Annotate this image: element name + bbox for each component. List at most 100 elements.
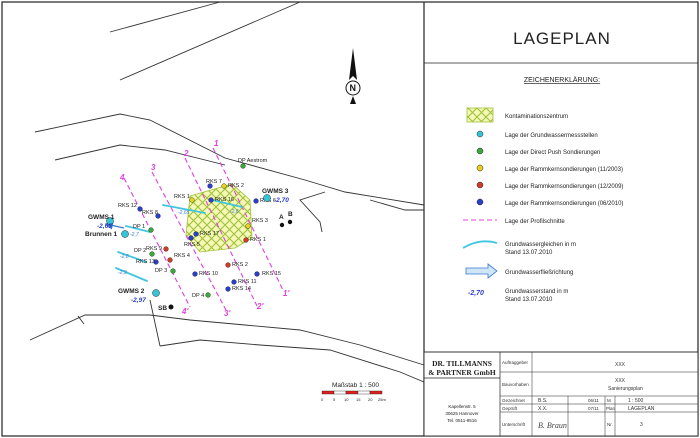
well-level: -2,65 [97, 223, 112, 230]
contour-label: -2,7 [130, 232, 139, 238]
section-label: 2 [183, 149, 189, 158]
section-label: 1 [214, 139, 219, 148]
section-lines [123, 147, 284, 311]
tb-who: B.S. [538, 398, 547, 404]
scale-bar: Maßstab 1 : 500 0 5 10 15 20 25m [321, 382, 386, 402]
sampling-point-label: RKS 11 [238, 279, 257, 285]
sampling-point-label: RKS 16 [215, 197, 234, 203]
sampling-point-label: RKS 17 [200, 231, 219, 237]
well-level: -2,97 [131, 297, 146, 304]
sampling-point [221, 183, 227, 189]
sampling-point-label: RKS 7 [206, 179, 222, 185]
sampling-point [153, 259, 159, 265]
legend-label: Lage der Rammkernsondierungen (12/2009) [505, 184, 623, 190]
legend: Kontaminationszentrum Lage der Grundwass… [462, 107, 623, 303]
sampling-point [148, 227, 154, 233]
sampling-point-label: DP 4 [192, 293, 204, 299]
legend-hatch-swatch [466, 107, 494, 123]
tb-date: 07/11 [588, 406, 599, 411]
tb-key: Geprüft [502, 406, 518, 411]
sb-label: SB [158, 305, 167, 312]
sampling-point [231, 279, 237, 285]
flow-direction-arrow [104, 221, 125, 230]
sampling-point-label: RKS 12 [118, 203, 137, 209]
street-lines [29, 1, 425, 383]
scale-tick: 0 [321, 397, 324, 402]
scale-tick: 5 [333, 397, 336, 402]
contour-label: -2,65 [178, 210, 190, 216]
sampling-point-label: RKS 3 [252, 218, 268, 224]
sampling-point [253, 198, 259, 204]
sampling-point-label: RKS 1 [174, 194, 190, 200]
company-address: Tel. 0511-9516 [447, 418, 477, 423]
well-label: GWMS 3 [262, 188, 289, 195]
sampling-point [240, 163, 246, 169]
sampling-point-label: RKS 9 [146, 246, 162, 252]
legend-dot [476, 181, 484, 189]
tb-date: 06/11 [588, 398, 599, 403]
legend-label: Grundwasserstand in m [505, 289, 568, 295]
sampling-point [188, 235, 194, 241]
monitoring-wells: GWMS 1 -2,65 GWMS 2 -2,97 GWMS 3 -2,70 B… [85, 188, 293, 312]
tb-key: Plan [606, 406, 616, 411]
well-marker [106, 217, 114, 225]
tb-key: Auftraggeber [502, 360, 529, 365]
sampling-point [170, 268, 176, 274]
page-title: LAGEPLAN [513, 29, 611, 48]
legend-label: Lage der Profilschnitte [505, 219, 565, 225]
legend-label: Stand 13.07.2010 [505, 297, 553, 303]
tb-who: X.X. [538, 406, 547, 412]
sampling-point [167, 257, 173, 263]
section-label: 2' [256, 302, 264, 311]
marker-a-label: A [279, 214, 284, 221]
contour-label: -2,9 [118, 270, 127, 276]
legend-contour-line [462, 240, 498, 249]
sampling-point-label: RKS 10 [199, 271, 218, 277]
section-label: 4 [119, 173, 125, 182]
sampling-point-label: RKS 15 [262, 271, 281, 277]
marker-b [287, 219, 293, 225]
scale-tick: 10 [344, 397, 349, 402]
sampling-point-label: RKS 13 [136, 259, 155, 265]
well-label: GWMS 2 [118, 288, 145, 295]
well-label: GWMS 1 [88, 214, 115, 221]
legend-label: Lage der Rammkernsondierungen (11/2003) [505, 167, 623, 173]
sampling-point [245, 223, 251, 229]
legend-label: Grundwasserfließrichtung [505, 270, 573, 276]
legend-label: Grundwassergleichen in m [505, 242, 576, 248]
sampling-point-label: RKS 2 [232, 262, 248, 268]
sampling-point-label: DP 2 [134, 248, 146, 254]
sampling-point-label: RKS 4 [174, 253, 190, 259]
section-label: 3' [224, 309, 231, 318]
sampling-point-label: RKS 5 [184, 242, 200, 248]
tb-key: Bauvorhaben [502, 382, 529, 387]
well-marker [152, 289, 160, 297]
sampling-point-label: DP Aestrom [238, 158, 268, 164]
tb-key: Unterschrift [502, 422, 526, 427]
scale-tick: 15 [356, 397, 361, 402]
marker-b-label: B [288, 211, 293, 218]
sampling-point [254, 271, 260, 277]
scale-tick: 25m [378, 397, 386, 402]
sampling-point [137, 206, 143, 212]
scale-tick: 20 [368, 397, 373, 402]
sampling-point-label: DP 3 [155, 268, 167, 274]
marker-a [279, 222, 285, 228]
tb-key: M [607, 398, 611, 403]
sampling-point [225, 286, 231, 292]
sampling-point [149, 251, 155, 257]
legend-label: Stand 13.07.2010 [505, 250, 553, 256]
tb-value: LAGEPLAN [628, 406, 655, 412]
contour-label: -2,6 [230, 209, 239, 215]
tb-value: XXX [615, 362, 626, 368]
section-label: 4' [181, 307, 189, 316]
sampling-point [208, 197, 214, 203]
section-labels: 1 2 3 4 1' 2' 3' 4' [119, 139, 290, 318]
section-label: 3 [151, 163, 156, 172]
well-marker [263, 194, 271, 202]
sampling-point [205, 292, 211, 298]
legend-dot [476, 164, 484, 172]
tb-value: Sanierungsplan [608, 386, 643, 392]
sampling-point-label: RKS 2 [228, 183, 244, 189]
